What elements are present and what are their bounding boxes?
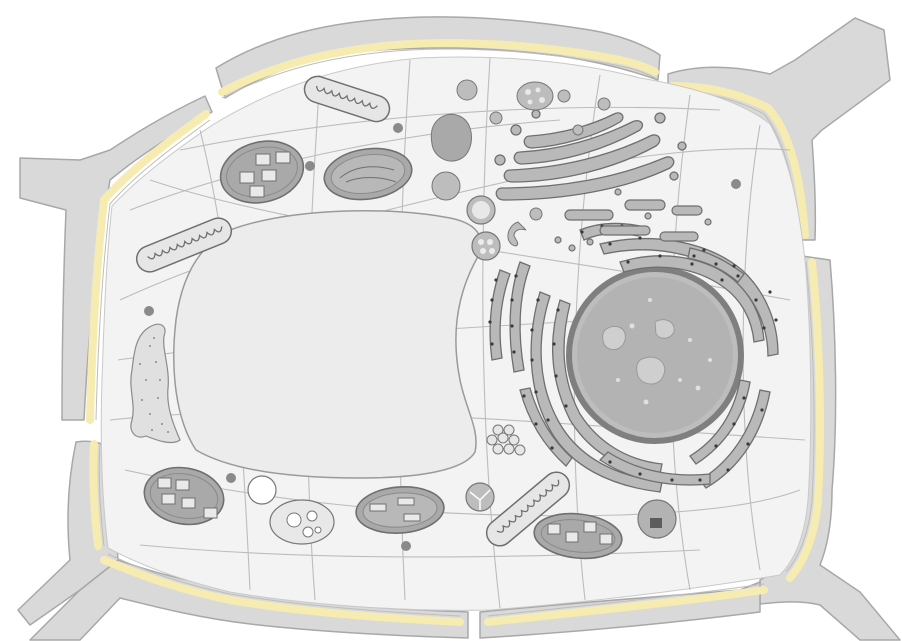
chromatin	[603, 326, 626, 349]
small-vacuole	[270, 500, 334, 544]
lysosome	[472, 232, 500, 260]
central-vacuole	[174, 211, 481, 478]
vacuole-multivesicular	[517, 82, 553, 110]
vesicle-empty	[248, 476, 276, 504]
peroxisome-crystal	[638, 500, 676, 538]
vesicle	[431, 114, 471, 161]
peroxisome	[467, 196, 495, 224]
nucleoplasm	[577, 277, 733, 433]
nucleolus	[637, 357, 665, 384]
nucleus	[569, 269, 741, 441]
chromatin	[655, 320, 674, 339]
ribosome-free	[466, 483, 494, 511]
